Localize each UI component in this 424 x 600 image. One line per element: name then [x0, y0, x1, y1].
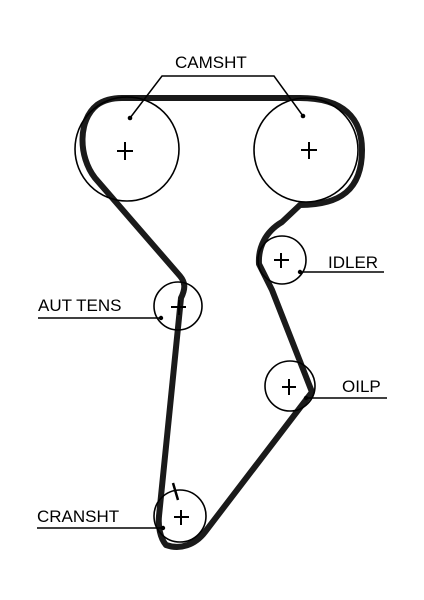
left-camshaft-pulley: [74, 96, 180, 202]
auto-tensioner-pulley: [153, 281, 203, 331]
leader-lines: [37, 75, 387, 529]
timing-belt: [79, 95, 365, 550]
camshaft-label: CAMSHT: [175, 53, 247, 72]
idler-pulley: [257, 235, 307, 285]
idler-label: IDLER: [328, 253, 378, 272]
right-camshaft-pulley: [253, 97, 359, 203]
timing-mark: [171, 482, 180, 501]
oil-pump-pulley: [264, 360, 316, 412]
auto-tensioner-label: AUT TENS: [38, 296, 121, 315]
crankshaft-label: CRANSHT: [37, 507, 119, 526]
oil-pump-label: OILP: [342, 377, 381, 396]
crankshaft-pulley: [153, 482, 207, 543]
